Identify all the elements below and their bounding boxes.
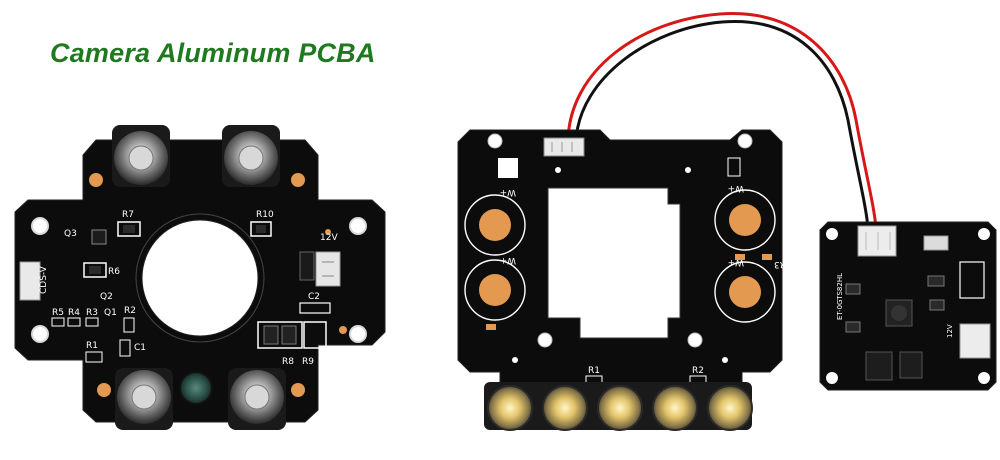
- silk-r7: R7: [122, 210, 134, 220]
- middle-connector: [543, 137, 585, 157]
- lens-top-left: [112, 125, 170, 187]
- silk-w-left-bottom: W+: [500, 255, 516, 265]
- silk-c2: C2: [308, 292, 320, 302]
- silk-w-right-top: W+: [728, 183, 744, 193]
- silk-mid-r1: R1: [588, 366, 600, 376]
- silk-mid-r2: R2: [692, 366, 704, 376]
- silk-r2: R2: [124, 306, 136, 316]
- silk-driver-12v: 12V: [946, 324, 954, 338]
- left-connector: [19, 261, 41, 301]
- lens-bottom-right: [228, 368, 286, 430]
- silk-driver-code: ET-0GTS82HL: [836, 273, 844, 320]
- silk-w-left-top: W+: [500, 187, 516, 197]
- middle-led-board: R1 R2 R3 W+ W+ W+ W+: [457, 129, 786, 431]
- silk-r9: R9: [302, 357, 314, 367]
- silk-r5: R5: [52, 308, 64, 318]
- silk-r8: R8: [282, 357, 294, 367]
- silk-q1: Q1: [104, 308, 117, 318]
- silk-c1: C1: [134, 343, 146, 353]
- connection-wires: [566, 12, 878, 229]
- right-connector: [315, 251, 341, 287]
- silk-r1: R1: [86, 341, 98, 351]
- silk-code: CDS-V: [39, 265, 49, 294]
- silk-r10: R10: [256, 210, 274, 220]
- lens-bottom-left: [115, 368, 173, 430]
- silk-r6: R6: [108, 267, 120, 277]
- photoresistor: [179, 371, 213, 405]
- silk-12v: 12V: [320, 233, 338, 243]
- silk-r3: R3: [86, 308, 98, 318]
- silk-r4: R4: [68, 308, 80, 318]
- driver-board: ET-0GTS82HL 12V: [819, 221, 997, 391]
- silk-mid-r3: R3: [774, 259, 786, 269]
- silk-w-right-bottom: W+: [728, 257, 744, 267]
- left-led-board: R7 R10 Q3 12V R6 Q2 C2 R2 R5 R4 R3 Q1 R1…: [14, 125, 386, 430]
- silk-q3: Q3: [64, 229, 77, 239]
- ir-led-row: [484, 382, 753, 431]
- page-title: Camera Aluminum PCBA: [50, 38, 376, 68]
- silk-q2: Q2: [100, 292, 113, 302]
- lens-top-right: [222, 125, 280, 187]
